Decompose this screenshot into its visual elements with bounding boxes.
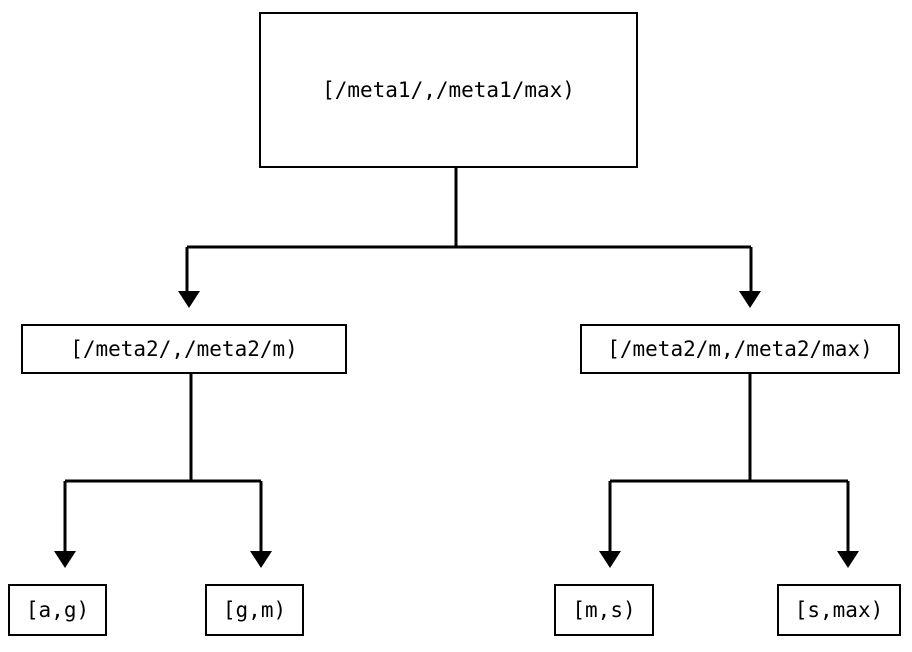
tree-node-leaf-m-s[interactable]: [m,s) xyxy=(554,584,654,636)
arrowhead-to-leaf-ms xyxy=(599,551,621,568)
tree-node-leaf-g-m[interactable]: [g,m) xyxy=(205,584,304,636)
tree-node-mid-right[interactable]: [/meta2/m,/meta2/max) xyxy=(580,324,900,374)
arrowhead-to-leaf-gm xyxy=(250,551,272,568)
arrowhead-to-leaf-smax xyxy=(837,551,859,568)
tree-node-leaf-a-g[interactable]: [a,g) xyxy=(8,584,107,636)
arrowhead-to-mid-left xyxy=(178,291,200,308)
tree-node-leaf-s-max[interactable]: [s,max) xyxy=(777,584,901,636)
tree-node-root[interactable]: [/meta1/,/meta1/max) xyxy=(259,12,638,168)
arrowhead-to-mid-right xyxy=(739,291,761,308)
tree-node-mid-left[interactable]: [/meta2/,/meta2/m) xyxy=(21,324,347,374)
arrowhead-to-leaf-ag xyxy=(54,551,76,568)
